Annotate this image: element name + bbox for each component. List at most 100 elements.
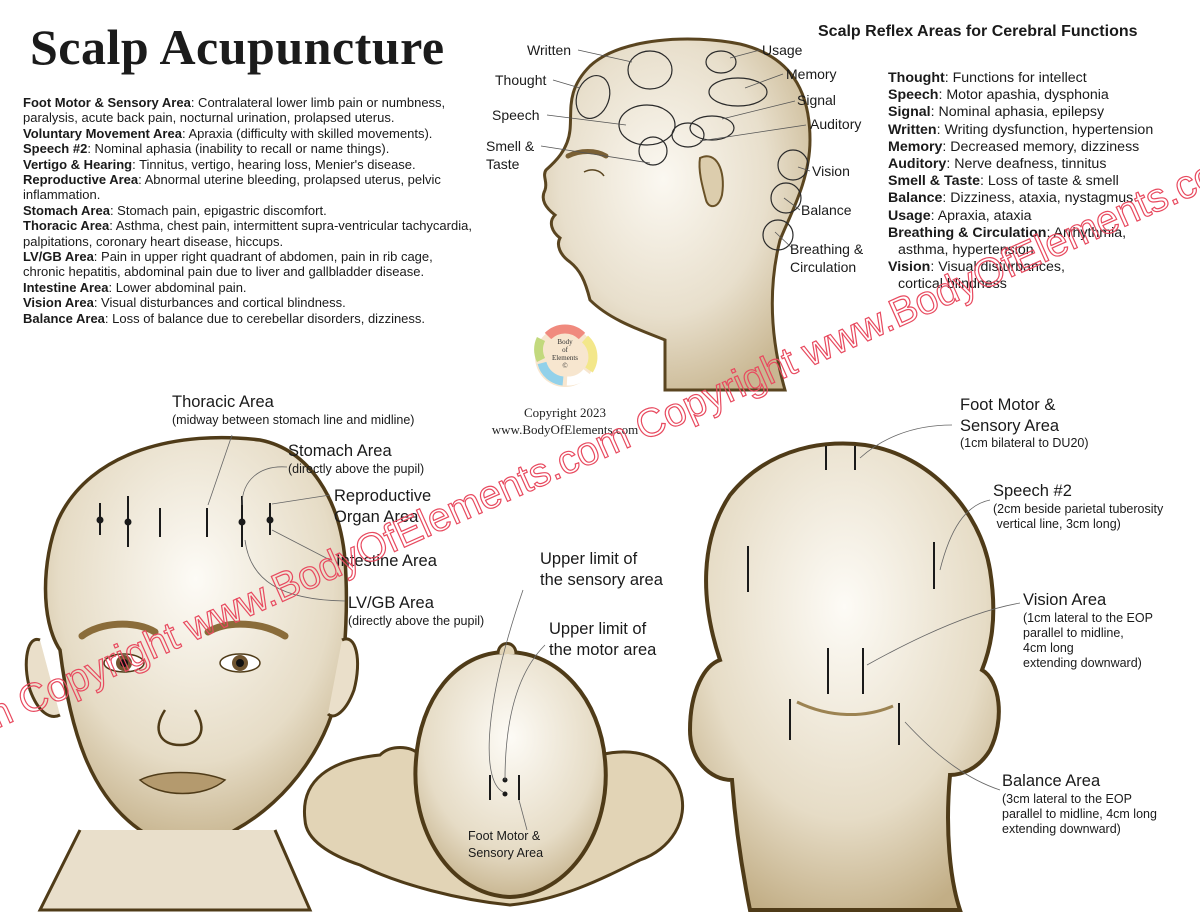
label-balance-area: Balance Area [1002, 772, 1101, 790]
reflex-label: Written [888, 121, 937, 138]
label-usage: Usage [762, 42, 803, 58]
desc-text: : Lower abdominal pain. [108, 279, 247, 295]
reflex-text: : Functions for intellect [944, 70, 1087, 86]
body-of-elements-logo [534, 324, 598, 387]
desc-text: : Nominal aphasia (inability to recall o… [87, 141, 390, 157]
reflex-signal: Signal: Nominal aphasia, epilepsy [888, 104, 1198, 121]
desc-text: : Abnormal uterine bleeding, prolapsed u… [23, 172, 441, 203]
reflex-label: Breathing & Circulation [888, 224, 1047, 241]
label-breathing-2: Circulation [790, 259, 857, 275]
label-reproductive-1: Reproductive [334, 487, 432, 505]
reflex-text: : Motor apashia, dysphonia [938, 87, 1109, 104]
reflex-label: Balance [888, 190, 943, 207]
desc-vertigo-hearing: Vertigo & Hearing: Tinnitus, vertigo, he… [23, 157, 473, 172]
note-speech-2-line2: vertical line, 3cm long) [993, 517, 1121, 531]
reflex-smell-taste: Smell & Taste: Loss of taste & smell [888, 173, 1198, 190]
desc-text: : Stomach pain, epigastric discomfort. [109, 202, 327, 218]
top-head-illustration [302, 589, 685, 907]
logo-text: Body of Elements © [550, 338, 580, 370]
desc-label: LV/GB Area [23, 249, 94, 265]
desc-intestine: Intestine Area: Lower abdominal pain. [23, 280, 473, 295]
label-lvgb-area: LV/GB Area [348, 594, 434, 612]
label-auditory: Auditory [810, 116, 862, 132]
label-top-foot-1: Foot Motor & [468, 829, 541, 843]
desc-label: Stomach Area [23, 202, 110, 218]
label-smell-taste-1: Smell & [486, 138, 535, 154]
desc-thoracic: Thoracic Area: Asthma, chest pain, inter… [23, 218, 473, 249]
reflex-text: : Visual disturbances, [930, 259, 1065, 276]
note-vision-line3: 4cm long [1023, 641, 1074, 655]
desc-label: Foot Motor & Sensory Area [23, 95, 191, 110]
desc-text: : Pain in upper right quadrant of abdome… [23, 249, 433, 280]
logo-line: Body [557, 338, 573, 346]
note-balance-line3: extending downward) [1002, 822, 1121, 836]
desc-label: Thoracic Area [23, 218, 110, 234]
desc-lvgb: LV/GB Area: Pain in upper right quadrant… [23, 249, 473, 280]
label-sensory-limit-1: Upper limit of [540, 550, 638, 568]
reflex-thought: Thought: Functions for intellect [888, 70, 1198, 87]
reflex-text: : Apraxia, ataxia [930, 207, 1032, 224]
note-balance-line2: parallel to midline, 4cm long [1002, 807, 1157, 821]
desc-text: : Visual disturbances and cortical blind… [93, 295, 346, 311]
reflex-breathing: Breathing & Circulation: Arrhythmia, [888, 225, 1198, 242]
label-intestine-area: Intestine Area [336, 552, 437, 570]
note-vision-line1: (1cm lateral to the EOP [1023, 611, 1153, 625]
desc-speech-2: Speech #2: Nominal aphasia (inability to… [23, 141, 473, 156]
note-thoracic-area: (midway between stomach line and midline… [172, 413, 415, 427]
reflex-written: Written: Writing dysfunction, hypertensi… [888, 122, 1198, 139]
label-stomach-area: Stomach Area [288, 442, 392, 460]
label-thoracic-area: Thoracic Area [172, 393, 274, 411]
area-descriptions: Foot Motor & Sensory Area: Contralateral… [23, 95, 473, 326]
reflex-label: Memory [888, 138, 943, 155]
label-motor-limit-2: the motor area [549, 641, 657, 659]
note-vision-line4: extending downward) [1023, 656, 1142, 670]
page-title: Scalp Acupuncture [30, 19, 445, 75]
desc-label: Vertigo & Hearing [23, 156, 133, 172]
reflex-text: : Nominal aphasia, epilepsy [930, 104, 1105, 121]
label-sensory-limit-2: the sensory area [540, 571, 663, 589]
reflex-label: Signal [888, 104, 931, 121]
logo-line: of [562, 346, 568, 354]
desc-label: Vision Area [23, 295, 94, 311]
reflex-descriptions: Thought: Functions for intellect Speech:… [888, 70, 1198, 294]
label-speech: Speech [492, 107, 540, 123]
reflex-auditory: Auditory: Nerve deafness, tinnitus [888, 156, 1198, 173]
desc-label: Reproductive Area [23, 172, 139, 188]
label-motor-limit-1: Upper limit of [549, 620, 647, 638]
label-vision-area: Vision Area [1023, 591, 1107, 609]
desc-text: : Tinnitus, vertigo, hearing loss, Menie… [132, 156, 416, 172]
label-thought: Thought [495, 72, 547, 88]
note-back-foot: (1cm bilateral to DU20) [960, 436, 1089, 450]
label-balance: Balance [801, 202, 852, 218]
reflex-balance: Balance: Dizziness, ataxia, nystagmus [888, 190, 1198, 207]
copyright-notice: Copyright 2023 www.BodyOfElements.com [480, 404, 650, 438]
reflex-label: Speech [888, 87, 939, 104]
note-vision-line2: parallel to midline, [1023, 626, 1124, 640]
reflex-text: : Decreased memory, dizziness [942, 138, 1140, 155]
copyright-year: Copyright 2023 [524, 405, 606, 420]
desc-label: Speech #2 [23, 141, 88, 157]
desc-label: Voluntary Movement Area [23, 125, 182, 141]
label-speech-2: Speech #2 [993, 482, 1072, 500]
reflex-text: : Arrhythmia, [1046, 224, 1127, 241]
reflex-label: Auditory [888, 156, 947, 173]
desc-text: : Loss of balance due to cerebellar diso… [104, 310, 426, 326]
desc-stomach: Stomach Area: Stomach pain, epigastric d… [23, 203, 473, 218]
desc-foot-motor: Foot Motor & Sensory Area: Contralateral… [23, 95, 473, 126]
reflex-speech: Speech: Motor apashia, dysphonia [888, 87, 1198, 104]
label-back-foot-1: Foot Motor & [960, 396, 1056, 414]
label-signal: Signal [797, 92, 836, 108]
desc-balance: Balance Area: Loss of balance due to cer… [23, 311, 473, 326]
front-face-illustration [24, 434, 360, 912]
reflex-label: Usage [888, 207, 931, 224]
label-back-foot-2: Sensory Area [960, 417, 1060, 435]
reflex-vision-cont: cortical blindness [898, 276, 1007, 293]
reflex-label: Vision [888, 259, 931, 276]
desc-reproductive: Reproductive Area: Abnormal uterine blee… [23, 172, 473, 203]
reflex-label: Thought [888, 70, 945, 86]
note-lvgb-area: (directly above the pupil) [348, 614, 485, 628]
label-memory: Memory [786, 66, 837, 82]
desc-text: : Asthma, chest pain, intermittent supra… [23, 218, 472, 249]
reflex-text: : Dizziness, ataxia, nystagmus [942, 190, 1134, 207]
